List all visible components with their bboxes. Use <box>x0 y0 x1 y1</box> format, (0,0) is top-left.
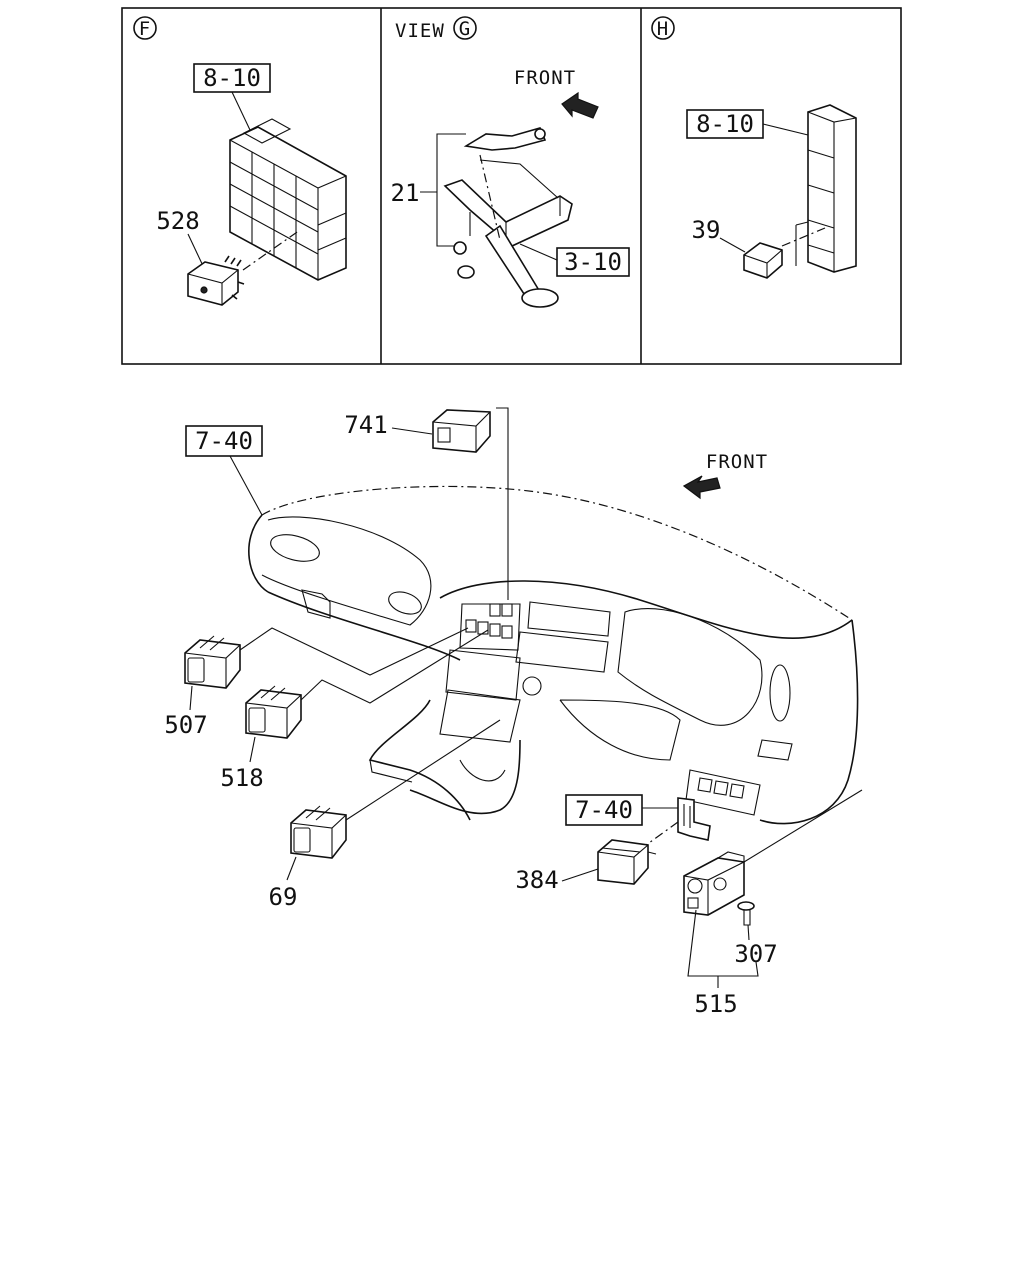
detail-panels-frame <box>121 7 902 365</box>
switch-69-drawing <box>290 805 347 859</box>
pedal-switch-drawing <box>443 127 573 308</box>
panel-g: VIEW G FRONT 21 3-10 <box>391 16 630 308</box>
ref-box <box>565 794 643 826</box>
part-label: 384 <box>515 866 558 894</box>
connector-drawing <box>677 797 711 841</box>
ref-label: 7-40 <box>575 796 633 824</box>
relay-39-drawing <box>743 242 783 279</box>
ref-box <box>185 425 263 457</box>
panel-h-letter: H <box>657 18 669 40</box>
panel-f-letter: F <box>139 18 151 40</box>
relay-block-drawing <box>229 118 347 281</box>
part-label: 741 <box>344 411 387 439</box>
part-label: 21 <box>391 179 420 207</box>
front-arrow-icon <box>561 91 599 119</box>
ref-label: 8-10 <box>696 110 754 138</box>
ref-label: 8-10 <box>203 64 261 92</box>
junction-block-drawing <box>795 104 857 273</box>
panel-h-circle-icon <box>651 16 675 40</box>
ref-label: 3-10 <box>564 248 622 276</box>
panel-h: H 8-10 39 <box>651 16 857 279</box>
ref-label: 7-40 <box>195 427 253 455</box>
front-label: FRONT <box>514 67 576 89</box>
part-label: 39 <box>692 216 721 244</box>
relay-528-drawing <box>187 255 245 306</box>
part-label: 507 <box>164 711 207 739</box>
part-label: 69 <box>269 883 298 911</box>
part-label: 515 <box>694 990 737 1018</box>
screw-307-drawing <box>737 901 755 926</box>
panel-g-letter: G <box>459 18 471 40</box>
switch-515-drawing <box>683 851 745 916</box>
main-view: 7-40 FRONT 741 <box>164 407 863 1018</box>
part-label: 528 <box>156 207 199 235</box>
ref-box <box>556 247 630 277</box>
panel-g-circle-icon <box>453 16 477 40</box>
panel-f-circle-icon <box>133 16 157 40</box>
panel-f: F 8-10 528 <box>133 16 347 306</box>
switch-518-drawing <box>245 685 302 739</box>
front-arrow-icon <box>682 475 721 500</box>
part-label: 518 <box>220 764 263 792</box>
view-label: VIEW <box>395 20 445 42</box>
dashboard-drawing <box>248 485 859 825</box>
switch-507-drawing <box>184 635 241 689</box>
front-label: FRONT <box>706 451 768 473</box>
relay-384-drawing <box>597 839 657 885</box>
switch-741-drawing <box>432 409 491 453</box>
